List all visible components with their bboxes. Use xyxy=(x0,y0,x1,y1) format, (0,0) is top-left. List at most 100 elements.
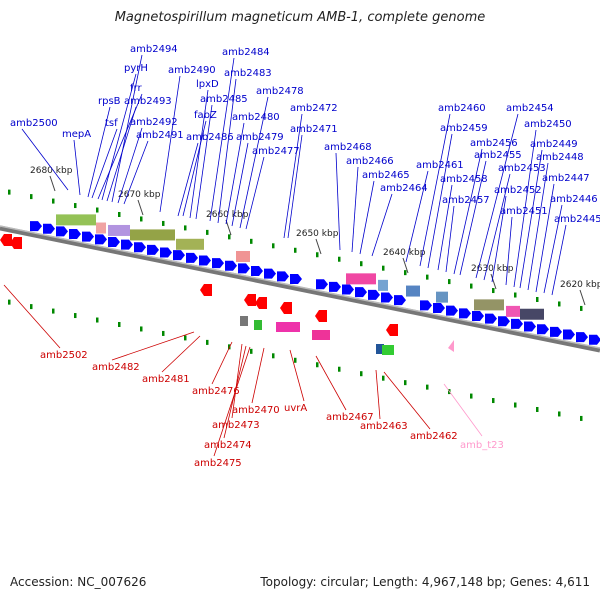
reverse-gene-arrow xyxy=(200,284,212,296)
forward-leader-line xyxy=(182,120,207,217)
scale-tick-line xyxy=(402,257,409,274)
tick-mark xyxy=(382,375,385,381)
reverse-gene-label[interactable]: amb2502 xyxy=(40,350,88,361)
reverse-gene-label[interactable]: amb2475 xyxy=(194,458,242,469)
reverse-gene-label[interactable]: amb2476 xyxy=(192,386,240,397)
forward-gene-label[interactable]: amb2471 xyxy=(290,124,338,135)
forward-gene-label[interactable]: amb2454 xyxy=(506,103,554,114)
forward-gene-label[interactable]: pyrH xyxy=(124,63,148,74)
tick-mark xyxy=(316,252,319,258)
accession-text: Accession: NC_007626 xyxy=(10,575,147,589)
forward-gene-label[interactable]: amb2458 xyxy=(440,174,488,185)
reverse-leader-line xyxy=(211,341,233,385)
forward-gene-label[interactable]: amb2445 xyxy=(554,214,600,225)
forward-leader-line xyxy=(239,96,269,229)
forward-gene-label[interactable]: amb2459 xyxy=(440,123,488,134)
forward-gene-label[interactable]: amb2484 xyxy=(222,47,270,58)
tick-mark xyxy=(580,305,583,311)
forward-leader-line xyxy=(209,57,235,222)
forward-gene-label[interactable]: amb2465 xyxy=(362,170,410,181)
forward-gene-label[interactable]: amb2490 xyxy=(168,65,216,76)
trna-gene-label[interactable]: amb_t23 xyxy=(460,440,504,451)
reverse-gene-label[interactable]: amb2470 xyxy=(232,405,280,416)
reverse-gene-label[interactable]: amb2473 xyxy=(212,420,260,431)
forward-leader-line xyxy=(21,128,69,191)
forward-gene-label[interactable]: amb2449 xyxy=(530,139,578,150)
trna-leader-line xyxy=(443,383,483,437)
tick-mark xyxy=(470,393,473,399)
forward-gene-label[interactable]: lpxD xyxy=(196,79,219,90)
tick-mark xyxy=(118,321,121,327)
forward-gene-label[interactable]: amb2452 xyxy=(494,185,542,196)
tick-mark xyxy=(558,301,561,307)
forward-gene-label[interactable]: amb2491 xyxy=(136,130,184,141)
reverse-gene-arrow xyxy=(244,294,256,306)
forward-gene-label[interactable]: amb2477 xyxy=(252,146,300,157)
tick-mark xyxy=(360,371,363,377)
forward-gene-label[interactable]: amb2468 xyxy=(324,142,372,153)
tick-mark xyxy=(448,279,451,285)
forward-gene-label[interactable]: amb2456 xyxy=(470,138,518,149)
tick-mark xyxy=(426,274,429,280)
tick-mark xyxy=(536,296,539,302)
forward-gene-label[interactable]: amb2483 xyxy=(224,68,272,79)
forward-gene-label[interactable]: tsf xyxy=(105,118,118,129)
reverse-gene-arrow xyxy=(255,297,267,309)
forward-gene-label[interactable]: amb2466 xyxy=(346,156,394,167)
reverse-gene-label[interactable]: amb2482 xyxy=(92,362,140,373)
forward-gene-label[interactable]: amb2485 xyxy=(200,94,248,105)
reverse-gene-label[interactable]: amb2467 xyxy=(326,412,374,423)
gene-feature-block xyxy=(346,273,376,285)
forward-leader-line xyxy=(475,113,519,279)
forward-leader-line xyxy=(73,139,81,196)
forward-leader-line xyxy=(351,166,359,253)
reverse-gene-arrow xyxy=(10,237,22,249)
forward-gene-label[interactable]: amb2500 xyxy=(10,118,58,129)
forward-gene-label[interactable]: amb2451 xyxy=(500,206,548,217)
forward-gene-label[interactable]: amb2457 xyxy=(442,195,490,206)
forward-gene-label[interactable]: amb2493 xyxy=(124,96,172,107)
forward-gene-label[interactable]: mepA xyxy=(62,129,91,140)
reverse-gene-label[interactable]: uvrA xyxy=(284,403,307,414)
forward-gene-label[interactable]: amb2453 xyxy=(498,163,546,174)
forward-leader-line xyxy=(519,149,543,289)
tick-mark xyxy=(30,304,33,310)
forward-gene-label[interactable]: amb2472 xyxy=(290,103,338,114)
forward-gene-arrow xyxy=(212,258,224,269)
reverse-gene-label[interactable]: amb2474 xyxy=(204,440,252,451)
forward-gene-label[interactable]: amb2479 xyxy=(236,132,284,143)
forward-leader-line xyxy=(117,127,143,204)
forward-gene-label[interactable]: amb2455 xyxy=(474,150,522,161)
tick-mark xyxy=(382,265,385,271)
forward-gene-label[interactable]: amb2492 xyxy=(130,117,178,128)
forward-gene-label[interactable]: amb2478 xyxy=(256,86,304,97)
tick-mark xyxy=(272,353,275,359)
forward-gene-label[interactable]: frr xyxy=(130,83,142,94)
forward-gene-label[interactable]: amb2450 xyxy=(524,119,572,130)
forward-leader-line xyxy=(427,133,453,269)
map-title: Magnetospirillum magneticum AMB-1, compl… xyxy=(114,10,486,25)
gene-feature-block xyxy=(56,214,96,226)
reverse-gene-label[interactable]: amb2463 xyxy=(360,421,408,432)
reverse-gene-label[interactable]: amb2462 xyxy=(410,431,458,442)
reverse-leader-line xyxy=(231,343,243,419)
gene-feature-block xyxy=(406,285,420,297)
tick-mark xyxy=(8,299,11,305)
forward-gene-label[interactable]: fabZ xyxy=(194,110,217,121)
forward-gene-label[interactable]: amb2447 xyxy=(542,173,590,184)
forward-leader-line xyxy=(287,134,303,239)
forward-leader-line xyxy=(335,152,341,251)
reverse-gene-label[interactable]: amb2481 xyxy=(142,374,190,385)
tick-mark xyxy=(206,229,209,235)
forward-gene-label[interactable]: amb2448 xyxy=(536,152,584,163)
forward-gene-arrow xyxy=(238,263,250,274)
forward-gene-label[interactable]: amb2446 xyxy=(550,194,598,205)
forward-leader-line xyxy=(359,180,375,255)
forward-gene-label[interactable]: amb2486 xyxy=(186,132,234,143)
forward-gene-label[interactable]: amb2480 xyxy=(232,112,280,123)
forward-gene-label[interactable]: rpsB xyxy=(98,96,121,107)
forward-gene-label[interactable]: amb2464 xyxy=(380,183,428,194)
forward-gene-label[interactable]: amb2494 xyxy=(130,44,178,55)
forward-gene-label[interactable]: amb2460 xyxy=(438,103,486,114)
forward-gene-arrow xyxy=(420,300,432,311)
